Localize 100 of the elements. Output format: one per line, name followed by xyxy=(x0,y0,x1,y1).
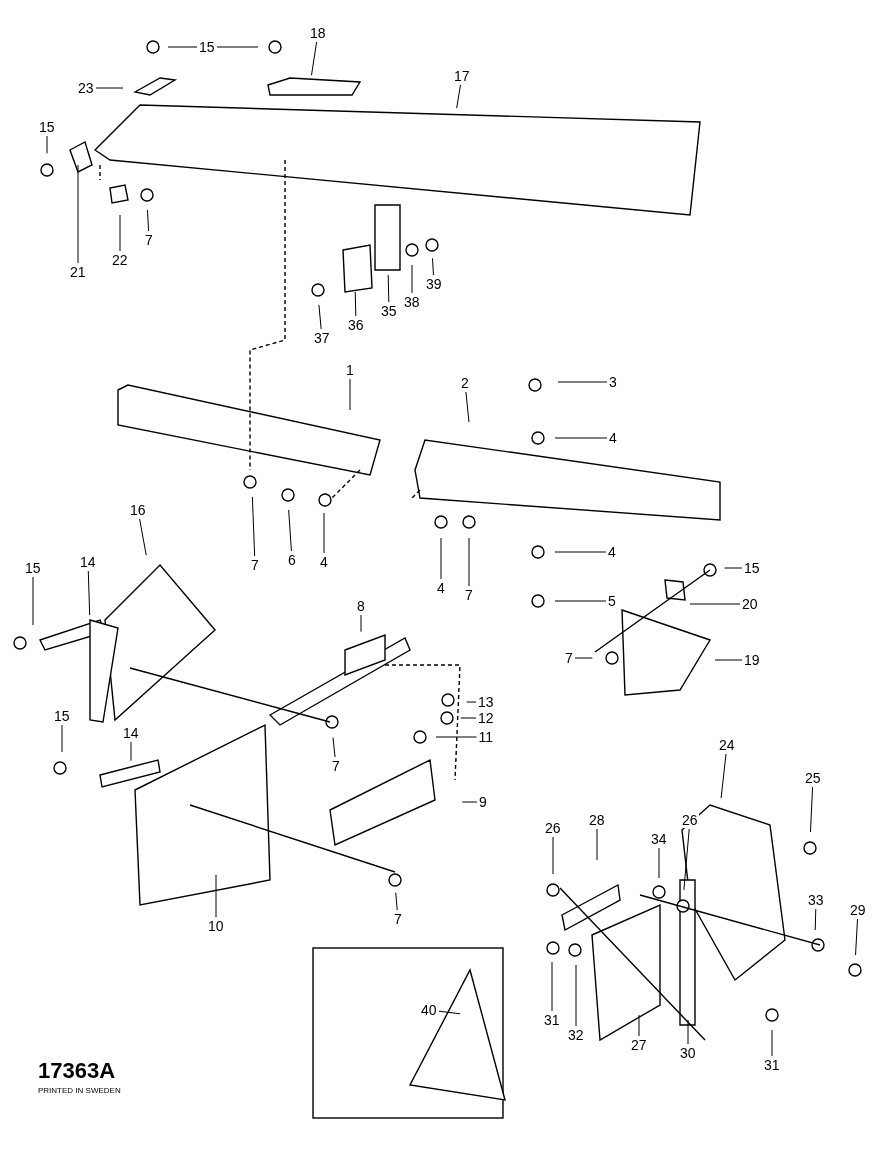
callout-number: 16 xyxy=(129,502,147,518)
callout-number: 34 xyxy=(650,831,668,847)
leader-line xyxy=(552,836,554,875)
callout-number: 26 xyxy=(681,812,699,828)
callout-number: 7 xyxy=(331,758,341,774)
leader-line xyxy=(438,1010,461,1015)
callout-number: 26 xyxy=(544,820,562,836)
callout-number: 3 xyxy=(608,374,618,390)
callout-number: 25 xyxy=(804,770,822,786)
leader-line xyxy=(167,46,198,48)
leader-line xyxy=(349,378,351,411)
callout-number: 4 xyxy=(607,544,617,560)
leader-line xyxy=(466,701,477,703)
leader-line xyxy=(32,576,34,626)
callout-number: 15 xyxy=(743,560,761,576)
leader-line xyxy=(554,437,608,439)
leader-line xyxy=(658,847,660,879)
callout-number: 21 xyxy=(69,264,87,280)
leader-line xyxy=(596,828,598,861)
leader-line xyxy=(46,135,48,154)
callout-number: 27 xyxy=(630,1037,648,1053)
callout-number: 32 xyxy=(567,1027,585,1043)
leader-line xyxy=(460,717,477,719)
callout-number: 5 xyxy=(607,593,617,609)
leader-line xyxy=(95,87,124,89)
callout-number: 15 xyxy=(53,708,71,724)
leader-line xyxy=(87,570,91,616)
callout-number: 2 xyxy=(460,375,470,391)
callout-number: 36 xyxy=(347,317,365,333)
callout-number: 1 xyxy=(345,362,355,378)
leader-line xyxy=(809,786,814,833)
leader-line xyxy=(440,537,442,580)
callout-number: 10 xyxy=(207,918,225,934)
callout-number: 14 xyxy=(122,725,140,741)
leader-line xyxy=(411,264,413,294)
callout-number: 35 xyxy=(380,303,398,319)
leader-line xyxy=(465,391,470,423)
leader-line xyxy=(251,496,256,557)
callout-number: 7 xyxy=(464,587,474,603)
callout-number: 33 xyxy=(807,892,825,908)
leader-line xyxy=(461,801,478,803)
leader-line xyxy=(435,736,477,738)
callout-number: 11 xyxy=(477,729,495,745)
callout-number: 29 xyxy=(849,902,867,918)
callout-number: 39 xyxy=(425,276,443,292)
callout-number: 7 xyxy=(564,650,574,666)
leader-line xyxy=(468,537,470,587)
callout-number: 15 xyxy=(198,39,216,55)
leader-line xyxy=(61,724,63,753)
print-note: PRINTED IN SWEDEN xyxy=(38,1086,121,1095)
callout-number: 22 xyxy=(111,252,129,268)
leader-line xyxy=(432,257,434,276)
callout-number: 15 xyxy=(38,119,56,135)
leader-line xyxy=(855,918,858,956)
leader-line xyxy=(77,164,79,264)
leader-line xyxy=(387,274,390,303)
leader-line xyxy=(814,908,817,931)
leader-line xyxy=(551,961,553,1012)
leader-line xyxy=(456,84,461,109)
callout-number: 4 xyxy=(319,554,329,570)
callout-number: 15 xyxy=(24,560,42,576)
leader-line xyxy=(139,518,147,556)
leader-line xyxy=(395,892,398,911)
leader-line xyxy=(689,603,741,605)
leader-line xyxy=(575,964,577,1027)
leader-line xyxy=(638,1014,640,1037)
leader-line xyxy=(557,381,608,383)
callout-number: 37 xyxy=(313,330,331,346)
callout-number: 9 xyxy=(478,794,488,810)
leader-line xyxy=(714,659,743,661)
callout-number: 23 xyxy=(77,80,95,96)
leader-line xyxy=(720,753,727,799)
callout-number: 31 xyxy=(763,1057,781,1073)
leader-line xyxy=(147,209,150,232)
leader-line xyxy=(574,657,593,659)
leader-line xyxy=(288,509,292,552)
callout-number: 40 xyxy=(420,1002,438,1018)
callout-number: 20 xyxy=(741,596,759,612)
callout-number: 24 xyxy=(718,737,736,753)
callout-number: 7 xyxy=(144,232,154,248)
callout-number: 18 xyxy=(309,25,327,41)
callout-number: 14 xyxy=(79,554,97,570)
callout-number: 12 xyxy=(477,710,495,726)
callout-number: 28 xyxy=(588,812,606,828)
leader-line xyxy=(554,600,607,602)
callout-number: 8 xyxy=(356,598,366,614)
leader-line xyxy=(771,1029,773,1057)
callout-number: 19 xyxy=(743,652,761,668)
leader-line xyxy=(724,567,743,569)
callout-number: 30 xyxy=(679,1045,697,1061)
callout-number: 4 xyxy=(608,430,618,446)
leader-line xyxy=(215,874,217,918)
leader-line xyxy=(216,46,259,48)
callout-number: 17 xyxy=(453,68,471,84)
callout-number: 6 xyxy=(287,552,297,568)
callout-number: 4 xyxy=(436,580,446,596)
callout-number: 7 xyxy=(250,557,260,573)
callout-number: 13 xyxy=(477,694,495,710)
drawing-number: 17363A xyxy=(38,1058,116,1084)
leader-line xyxy=(554,551,607,553)
